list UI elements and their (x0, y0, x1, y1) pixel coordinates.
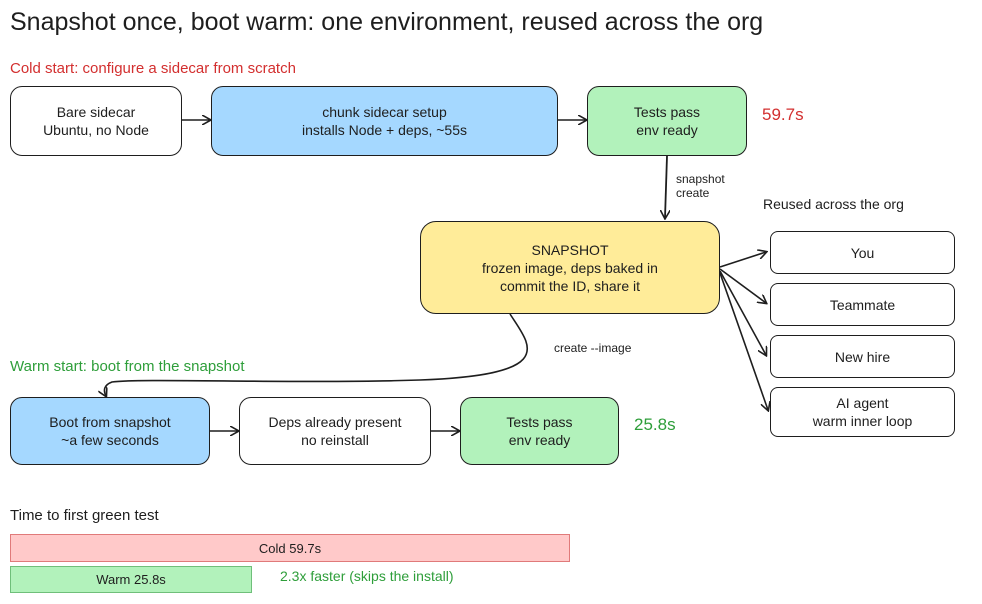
reused-label: Reused across the org (763, 196, 904, 212)
arrow-snapshot-to-boot (104, 313, 529, 396)
deps-present-box: Deps already present no reinstall (239, 397, 431, 465)
warm-start-label: Warm start: boot from the snapshot (10, 358, 245, 375)
warm-tests-line2: env ready (508, 432, 571, 448)
reused-agent-line2: warm inner loop (812, 413, 913, 429)
cold-tests-pass-box: Tests pass env ready (587, 86, 747, 156)
bar-cold: Cold 59.7s (10, 534, 570, 562)
arrow-snapshot-to-newhire (719, 270, 766, 355)
arrow-snapshot-to-agent (719, 272, 768, 410)
cold-tests-line1: Tests pass (633, 104, 701, 120)
snapshot-create-line2: create (676, 186, 710, 200)
sidecar-setup-line2: installs Node + deps, ~55s (302, 122, 467, 138)
warm-time: 25.8s (634, 415, 676, 434)
bare-sidecar-box: Bare sidecar Ubuntu, no Node (10, 86, 182, 156)
chart-title: Time to first green test (10, 507, 159, 524)
snapshot-create-label: snapshot create (676, 172, 725, 200)
boot-snapshot-line2: ~a few seconds (61, 432, 159, 448)
deps-present-line2: no reinstall (301, 432, 369, 448)
snapshot-line3: commit the ID, share it (499, 277, 641, 294)
arrow-snapshot-to-teammate (719, 268, 766, 303)
cold-tests-line2: env ready (636, 122, 698, 138)
warm-tests-line1: Tests pass (506, 414, 573, 430)
boot-snapshot-line1: Boot from snapshot (49, 414, 171, 430)
cold-start-label: Cold start: configure a sidecar from scr… (10, 60, 296, 77)
bare-sidecar-line2: Ubuntu, no Node (43, 122, 149, 138)
reused-teammate-label: Teammate (829, 296, 896, 313)
bare-sidecar-line1: Bare sidecar (56, 104, 136, 120)
bar-warm: Warm 25.8s (10, 566, 252, 593)
reused-newhire-label: New hire (834, 348, 891, 365)
boot-snapshot-box: Boot from snapshot ~a few seconds (10, 397, 210, 465)
bar-cold-label: Cold 59.7s (258, 540, 322, 556)
reused-newhire-box: New hire (770, 335, 955, 378)
reused-agent-box: AI agent warm inner loop (770, 387, 955, 437)
reused-agent-line1: AI agent (836, 395, 889, 411)
deps-present-line1: Deps already present (268, 414, 402, 430)
create-image-label: create --image (554, 341, 632, 355)
bar-warm-label: Warm 25.8s (96, 572, 166, 587)
warm-tests-pass-box: Tests pass env ready (460, 397, 619, 465)
cold-time: 59.7s (762, 105, 804, 124)
reused-you-label: You (850, 244, 875, 261)
snapshot-line1: SNAPSHOT (531, 241, 609, 258)
snapshot-line2: frozen image, deps baked in (482, 259, 658, 276)
reused-you-box: You (770, 231, 955, 274)
snapshot-create-line1: snapshot (676, 172, 725, 186)
snapshot-box: SNAPSHOT frozen image, deps baked in com… (420, 221, 720, 314)
reused-teammate-box: Teammate (770, 283, 955, 326)
diagram-title: Snapshot once, boot warm: one environmen… (10, 8, 764, 36)
sidecar-setup-box: chunk sidecar setup installs Node + deps… (211, 86, 558, 156)
sidecar-setup-line1: chunk sidecar setup (322, 104, 447, 120)
speedup-annotation: 2.3x faster (skips the install) (280, 568, 454, 584)
arrow-tests-to-snapshot (665, 155, 667, 218)
arrow-snapshot-to-you (719, 252, 766, 268)
